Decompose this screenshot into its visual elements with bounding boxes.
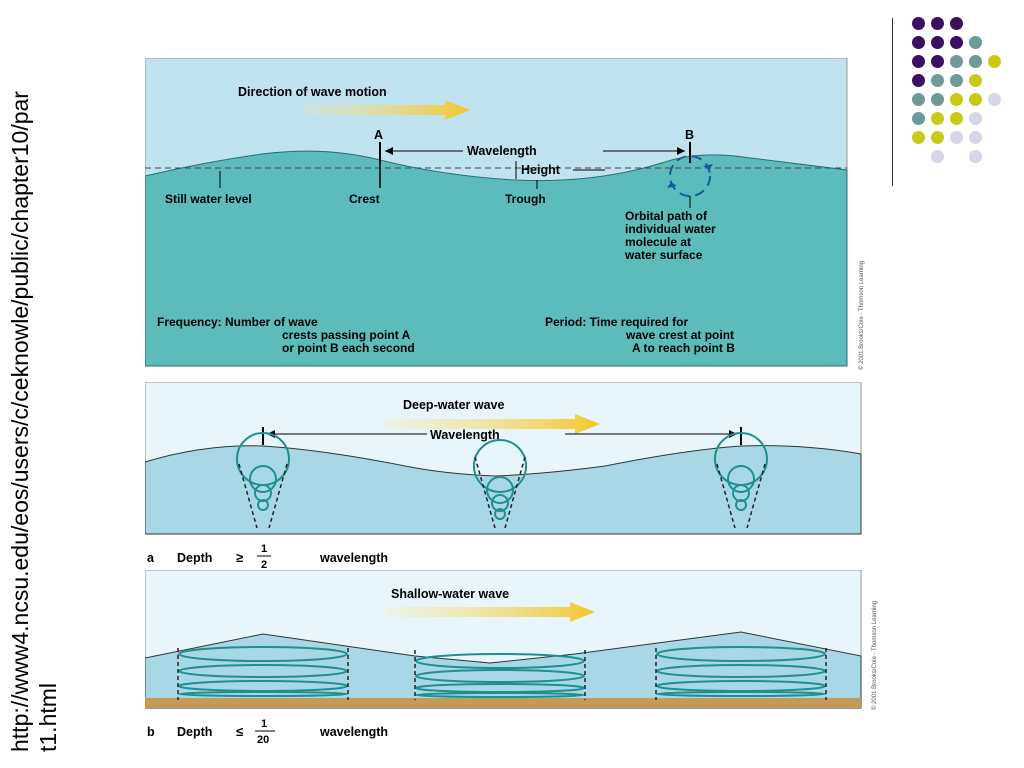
dot (950, 17, 963, 30)
dot (931, 131, 944, 144)
caption-a-word: wavelength (319, 551, 388, 565)
caption-b-denominator: 20 (257, 734, 269, 745)
dot (931, 150, 944, 163)
water-wave (145, 150, 848, 367)
direction-label: Direction of wave motion (238, 85, 387, 99)
dot (950, 112, 963, 125)
dot (988, 55, 1001, 68)
deep-wavelength-label: Wavelength (430, 428, 500, 442)
dot (969, 112, 982, 125)
caption-a-denominator: 2 (261, 559, 267, 571)
dot (931, 17, 944, 30)
period-label-2: wave crest at point (625, 328, 734, 342)
orbital-label-2: individual water (625, 222, 716, 236)
caption-b-depth: Depth (177, 725, 212, 739)
ellipse-stack-center (414, 650, 586, 700)
orbit-stack-left (236, 432, 290, 529)
dot (912, 131, 925, 144)
shallow-water-title: Shallow-water wave (391, 587, 509, 601)
dot (969, 150, 982, 163)
orbital-path-icon (669, 155, 711, 197)
dot (950, 36, 963, 49)
dot (931, 93, 944, 106)
period-label-1: Period: Time required for (545, 315, 688, 329)
dot (912, 112, 925, 125)
caption-b-letter: b (147, 725, 155, 739)
caption-a-numerator: 1 (261, 543, 267, 555)
arrowhead-right-icon (677, 147, 685, 155)
shallow-arrow-icon (385, 602, 595, 622)
dot (969, 131, 982, 144)
caption-a-sign: ≥ (236, 550, 243, 565)
wavelength-label: Wavelength (467, 144, 537, 158)
dot (988, 93, 1001, 106)
orbital-arrow-icon (703, 164, 713, 170)
ellipse-stack-right (655, 646, 827, 700)
dot (912, 55, 925, 68)
dot (912, 17, 925, 30)
dot (950, 74, 963, 87)
decorative-dot-grid (905, 10, 1024, 170)
credit-line-top: © 2001 Brooks/Cole - Thomson Learning (859, 260, 865, 370)
height-label: Height (521, 163, 561, 177)
dot (950, 131, 963, 144)
sea-floor (145, 698, 861, 708)
deep-arrow-icon (385, 414, 600, 434)
arrowhead-left-icon (385, 147, 393, 155)
dot (950, 55, 963, 68)
dot (969, 55, 982, 68)
url-line-2: t1.html (35, 682, 61, 752)
caption-a-letter: a (147, 551, 155, 565)
frequency-label-1: Frequency: Number of wave (157, 315, 318, 329)
dot (912, 93, 925, 106)
frequency-label-2: crests passing point A (282, 328, 411, 342)
orbital-label-1: Orbital path of (625, 209, 708, 223)
shallow-water-wave-figure: Shallow-water wave b Depth ≤ 1 20 wavele… (145, 570, 862, 745)
frequency-label-3: or point B each second (282, 341, 415, 355)
wave-anatomy-figure: Direction of wave motion A B Wavelength … (145, 58, 848, 367)
still-water-label: Still water level (165, 192, 252, 206)
credit-line-bottom: © 2001 Brooks/Cole - Thomson Learning (872, 600, 878, 710)
dot (931, 55, 944, 68)
divider-line (892, 18, 893, 186)
point-b-label: B (685, 128, 694, 142)
caption-b-sign: ≤ (236, 724, 243, 739)
orbital-label-4: water surface (624, 248, 703, 262)
url-sidebar: http://www4.ncsu.edu/eos/users/c/ceknowl… (0, 0, 80, 768)
orbital-label-3: molecule at (625, 235, 691, 249)
point-a-label: A (374, 128, 383, 142)
dot (969, 93, 982, 106)
trough-label: Trough (505, 192, 546, 206)
ellipse-stack-left (177, 646, 349, 700)
deep-water-surface (145, 445, 862, 535)
dot (912, 36, 925, 49)
orbital-arrow-icon (667, 182, 677, 188)
orbit-stack-center (473, 439, 527, 529)
dot (931, 36, 944, 49)
dot (969, 36, 982, 49)
dot (969, 74, 982, 87)
direction-arrow-icon (305, 100, 470, 120)
caption-b-numerator: 1 (261, 718, 267, 730)
dot (931, 74, 944, 87)
orbit-stack-right (714, 432, 768, 529)
crest-label: Crest (349, 192, 380, 206)
period-label-3: A to reach point B (632, 341, 735, 355)
url-text: http://www4.ncsu.edu/eos/users/c/ceknowl… (6, 12, 62, 752)
deep-water-title: Deep-water wave (403, 398, 504, 412)
deep-water-wave-figure: Deep-water wave Wavelength a Depth ≥ 1 2… (145, 382, 862, 571)
caption-a-depth: Depth (177, 551, 212, 565)
url-line-1: http://www4.ncsu.edu/eos/users/c/ceknowl… (7, 91, 33, 752)
dot (950, 93, 963, 106)
dot (931, 112, 944, 125)
dot (912, 74, 925, 87)
caption-b-word: wavelength (319, 725, 388, 739)
